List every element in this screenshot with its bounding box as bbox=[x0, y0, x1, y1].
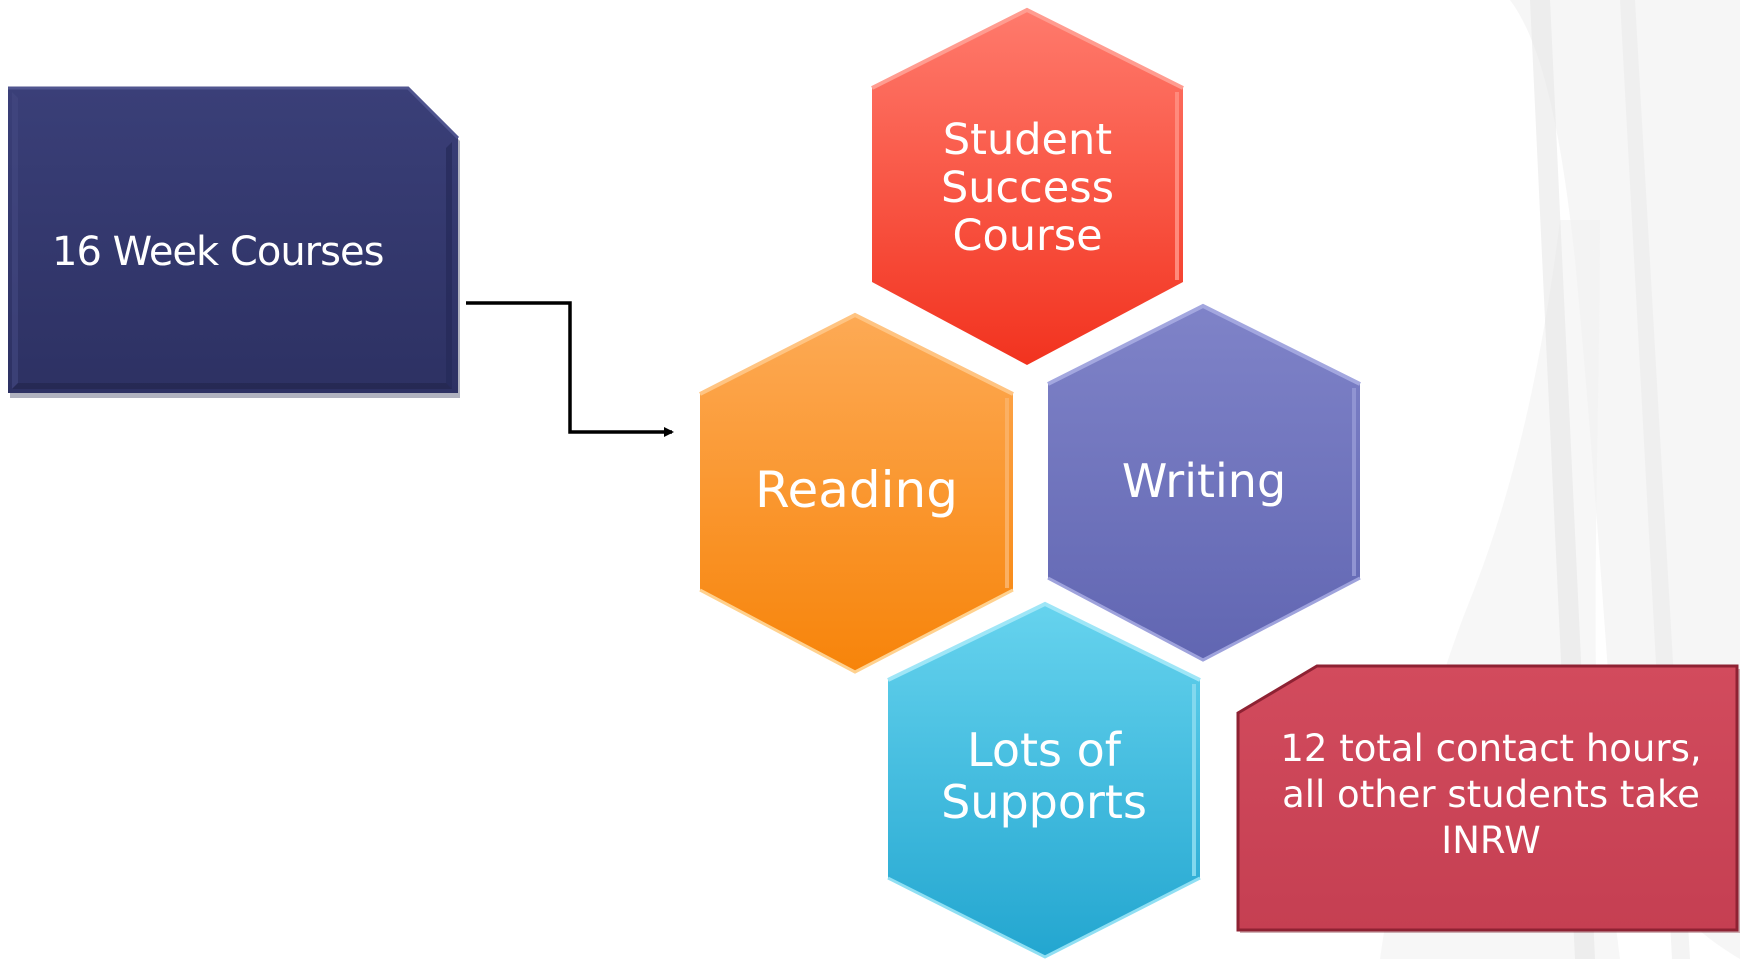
hex-student-success-label: Student Success Course bbox=[940, 114, 1115, 262]
hex-student-success bbox=[871, 7, 1184, 365]
hex-writing-label: Writing bbox=[1121, 454, 1287, 509]
hex-reading-label: Reading bbox=[755, 461, 958, 519]
note-box bbox=[1236, 664, 1740, 933]
hex-supports bbox=[887, 601, 1201, 959]
course-box bbox=[8, 86, 460, 398]
hex-reading bbox=[699, 312, 1014, 674]
course-box-label: 16 Week Courses bbox=[52, 229, 384, 275]
hex-writing bbox=[1047, 303, 1361, 662]
hex-supports-label: Lots of Supports bbox=[941, 723, 1147, 829]
note-box-label: 12 total contact hours, all other studen… bbox=[1280, 726, 1702, 863]
connector-arrow bbox=[466, 301, 674, 437]
